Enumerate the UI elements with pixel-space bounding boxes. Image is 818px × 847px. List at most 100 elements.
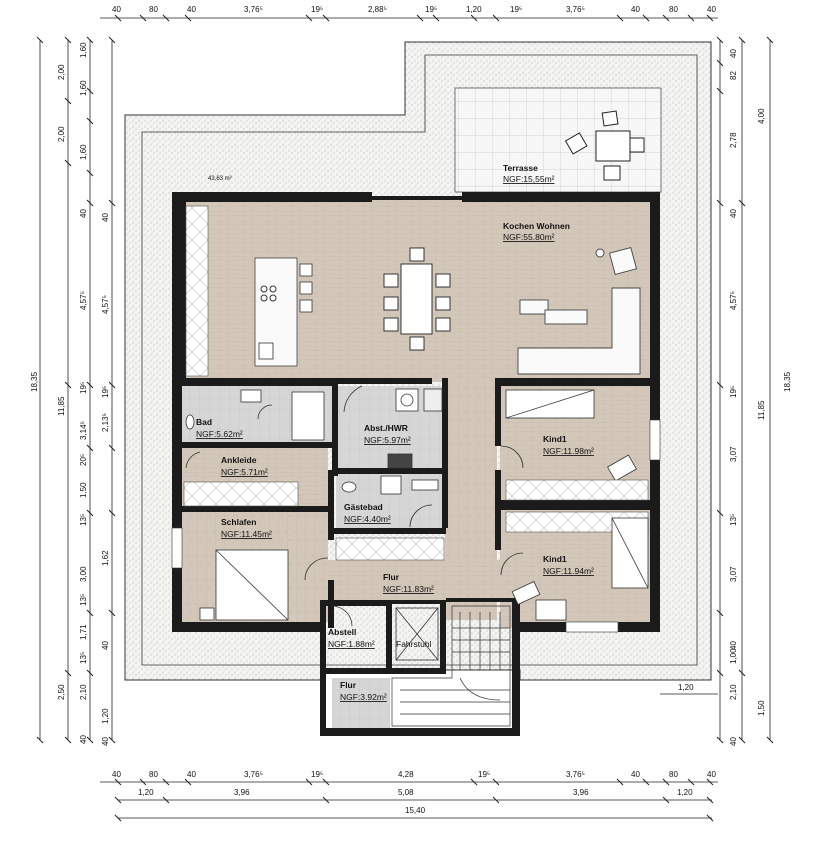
dimension-label: 40 (707, 5, 716, 14)
room-ngf-bad: NGF:5.62m² (196, 429, 243, 439)
dimension-label: 80 (149, 5, 158, 14)
dimension-label: 3,76⁵ (244, 5, 263, 14)
dimension-label: 40 (101, 213, 110, 222)
bottom-dimension-labels: 40 80 40 3,76⁵ 19⁵ 4,28 19⁵ 3,76⁵ 40 80 … (112, 770, 716, 815)
dimension-label: 80 (149, 770, 158, 779)
dimension-label: 40 (112, 5, 121, 14)
dimension-ticks (36, 14, 774, 822)
room-ngf-kochen: NGF:55.80m² (503, 232, 555, 242)
dimension-label: 82 (729, 71, 738, 80)
dimension-label: 2,78 (729, 132, 738, 148)
hwr-fixtures (343, 385, 443, 469)
room-ngf-abstell: NGF:1.88m² (328, 639, 375, 649)
flur-lower-floor (332, 678, 390, 730)
room-ngf-schlafen: NGF:11.45m² (221, 529, 272, 539)
room-ngf-kind1b: NGF:11.94m² (543, 566, 594, 576)
dimension-label: 11,85 (57, 396, 66, 416)
abstell-door (331, 605, 353, 627)
left-dimension-labels: 18,35 2,00 2,00 11,85 2,50 1,60 1,60 1,6… (30, 42, 110, 746)
kind1b-window (565, 621, 619, 633)
room-label-flur-lower: Flur (340, 680, 357, 690)
terrace-table-set (564, 110, 645, 181)
dimension-label: 1,60 (79, 80, 88, 96)
dimension-label: 18,35 (783, 371, 792, 392)
dimension-label: 2,88⁵ (368, 5, 387, 14)
dimension-label: 19⁵ (311, 770, 323, 779)
dimension-label: 19⁵ (79, 382, 88, 394)
dimension-label: 3,00 (79, 566, 88, 582)
dimension-label: 40 (187, 5, 196, 14)
dimension-label: 40 (79, 735, 88, 744)
dimension-label: 40 (101, 737, 110, 746)
dimension-label: 1,20 (678, 683, 694, 692)
dining-table (383, 247, 451, 351)
dimension-label: 19⁵ (425, 5, 437, 14)
dimension-label: 20⁵ (79, 454, 88, 466)
dimension-label: 1,20 (138, 788, 154, 797)
room-label-schlafen: Schlafen (221, 517, 256, 527)
kind1b-furniture (511, 517, 649, 621)
dimension-label: 1,50 (79, 482, 88, 498)
ankleide-door (185, 451, 201, 469)
dimension-label: 40 (112, 770, 121, 779)
gaestebad-cabinets (335, 537, 445, 561)
right-dimension-labels: 40 82 2,78 40 4,57⁵ 19⁵ 3,07 13⁵ 3,07 40… (678, 49, 792, 746)
room-label-terrasse: Terrasse (503, 163, 538, 173)
kind1a-wardrobe (505, 479, 649, 501)
room-label-fahrstuhl: Fahrstuhl (396, 639, 432, 649)
room-ngf-hwr: NGF:5.97m² (364, 435, 411, 445)
room-label-gaestebad: Gästebad (344, 502, 383, 512)
dimension-label: 3,76⁵ (566, 770, 585, 779)
kitchen-wall-cabinets (185, 205, 209, 377)
room-ngf-ankleide: NGF:5.71m² (221, 467, 268, 477)
dimension-label: 4,57⁵ (729, 291, 738, 310)
dimension-label: 40 (707, 770, 716, 779)
gaestebad-fixtures (341, 475, 439, 528)
dimension-label: 40 (631, 5, 640, 14)
kind1b-door (500, 552, 524, 576)
dimension-label: 4,57⁵ (79, 291, 88, 310)
dimension-label: 19⁵ (729, 386, 738, 398)
dimension-label: 2,00 (57, 126, 66, 142)
schlafen-bed (199, 549, 289, 621)
kitchen-island (254, 257, 313, 367)
dimension-label: 1,71 (79, 624, 88, 640)
dimension-label: 2,10 (729, 684, 738, 700)
dimension-label: 4,28 (398, 770, 414, 779)
room-label-kochen: Kochen Wohnen (503, 221, 570, 231)
garden-area-label: 43,63 m² (208, 176, 232, 182)
dimension-label: 2,10 (79, 684, 88, 700)
dimension-label: 40 (729, 641, 738, 650)
dimension-label: 1,20 (101, 708, 110, 724)
dimension-label: 13⁵ (79, 652, 88, 664)
room-ngf-terrasse: NGF:15,55m² (503, 174, 555, 184)
dimension-label: 19⁵ (510, 5, 522, 14)
dimension-label: 1,20 (677, 788, 693, 797)
living-sofa (517, 246, 641, 375)
dimension-label: 1,62 (101, 550, 110, 566)
dimension-label: 3,76⁵ (244, 770, 263, 779)
room-label-abstell: Abstell (328, 627, 356, 637)
dimension-label: 1,60 (79, 42, 88, 58)
bad-fixtures (185, 389, 325, 441)
dimension-label: 40 (631, 770, 640, 779)
room-ngf-flur: NGF:11.83m² (383, 584, 434, 594)
dimension-label: 1,60 (79, 144, 88, 160)
dimension-label: 40 (101, 641, 110, 650)
dimension-label: 40 (79, 209, 88, 218)
dimension-label: 3,96 (573, 788, 589, 797)
dimension-label: 4,00 (757, 108, 766, 124)
ankleide-cabinets (183, 481, 299, 507)
schlafen-window (171, 527, 183, 569)
dimension-label: 80 (669, 770, 678, 779)
dimension-label: 3,14⁵ (79, 421, 88, 440)
dimension-label: 1,00 (729, 648, 738, 664)
room-label-bad: Bad (196, 417, 212, 427)
room-ngf-flur-lower: NGF:3.92m² (340, 692, 387, 702)
dimension-label: 1,50 (757, 700, 766, 716)
room-ngf-kind1a: NGF:11.98m² (543, 446, 594, 456)
schlafen-door (304, 557, 329, 581)
dimension-label: 3,07 (729, 446, 738, 462)
dimension-label: 3,96 (234, 788, 250, 797)
room-label-kind1a: Kind1 (543, 434, 567, 444)
